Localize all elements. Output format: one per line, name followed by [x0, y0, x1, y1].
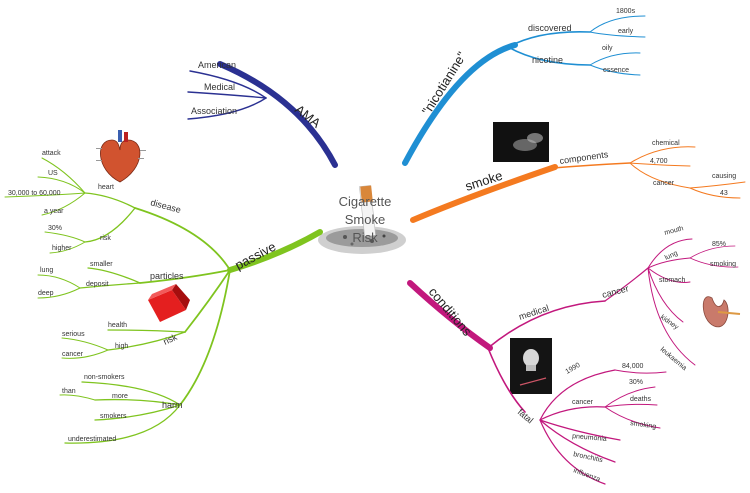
deposit-deep: deep	[38, 290, 54, 297]
fatal-influenza: influenza	[572, 467, 601, 483]
nicotianine-discovered: discovered	[528, 23, 572, 33]
risk-30: 30%	[48, 225, 62, 232]
center-title-line3: Risk	[352, 230, 378, 245]
heart-a-year: a year	[44, 208, 64, 215]
nicotianine-oily: oily	[602, 45, 613, 52]
fatal-cancer-smoking: smoking	[630, 420, 657, 431]
fatal-cancer-deaths: deaths	[630, 396, 652, 403]
more-than: than	[62, 388, 76, 395]
cancer-mouth: mouth	[664, 225, 685, 237]
ama-association: Association	[191, 106, 237, 116]
lung-85: 85%	[712, 241, 726, 248]
ama-american: American	[198, 60, 236, 70]
branch-conditions	[407, 238, 739, 485]
fatal-84000: 84,000	[622, 363, 644, 370]
risk-higher: higher	[52, 245, 72, 252]
particles-deposit: deposit	[86, 281, 109, 288]
particles-smaller: smaller	[90, 261, 113, 268]
disease-heart: heart	[98, 184, 114, 191]
conditions-label: conditions	[426, 284, 475, 339]
smoke-photo	[493, 122, 549, 162]
cigarette-image	[318, 185, 406, 254]
risk-health: health	[108, 322, 127, 329]
disease-risk: risk	[100, 235, 111, 242]
passive-disease: disease	[149, 197, 182, 215]
harm-more: more	[112, 393, 128, 400]
cancer-stomach: stomach	[659, 277, 686, 284]
harm-smokers: smokers	[100, 413, 127, 420]
nicotianine-nicotine: nicotine	[532, 55, 563, 65]
harm-underestimated: underestimated	[68, 436, 116, 443]
risk-dice	[148, 284, 190, 322]
branch-ama	[187, 61, 338, 168]
high-cancer: cancer	[62, 351, 84, 358]
fatal-cancer-30: 30%	[629, 379, 643, 386]
fatal-bronchitis: bronchitis	[573, 451, 604, 464]
heart-attack: attack	[42, 150, 61, 157]
branch-smoke	[410, 146, 746, 223]
passive-particles: particles	[150, 271, 184, 281]
deposit-lung: lung	[40, 267, 53, 274]
conditions-fatal: fatal	[516, 407, 535, 426]
heart-30000-60000: 30,000 to 60,000	[8, 190, 61, 197]
nicotianine-early: early	[618, 28, 634, 35]
cancer-lung: lung	[664, 250, 679, 262]
smoke-4700: 4,700	[650, 158, 668, 165]
fatal-pneumonia: pneumonia	[572, 433, 607, 443]
kidney-image	[702, 296, 741, 328]
nicotianine-1800s: 1800s	[616, 8, 636, 15]
risk-high: high	[115, 343, 128, 350]
branch-passive	[4, 157, 323, 444]
ama-medical: Medical	[204, 82, 235, 92]
heart-us: US	[48, 170, 58, 177]
conditions-cancer: cancer	[601, 283, 630, 300]
smoke-cancer: cancer	[653, 180, 675, 187]
fatal-1990: 1990	[565, 362, 582, 376]
smoke-components: components	[559, 149, 609, 166]
smoke-causing: causing	[712, 173, 736, 180]
skull-photo	[510, 338, 552, 394]
high-serious: serious	[62, 331, 85, 338]
fatal-cancer: cancer	[572, 399, 594, 406]
nicotianine-essence: essence	[603, 67, 629, 74]
center-title-line1: Cigarette	[339, 194, 392, 209]
harm-non-smokers: non-smokers	[84, 374, 125, 381]
heart-image	[96, 130, 146, 183]
passive-risk: risk	[162, 332, 179, 347]
lung-smoking: smoking	[710, 261, 736, 268]
center-title-line2: Smoke	[345, 212, 385, 227]
smoke-43: 43	[720, 190, 728, 197]
passive-harm: harm	[162, 400, 183, 410]
cancer-leukaemia: leukaemia	[659, 346, 688, 372]
smoke-chemical: chemical	[652, 140, 680, 147]
branch-nicotianine	[402, 15, 646, 166]
